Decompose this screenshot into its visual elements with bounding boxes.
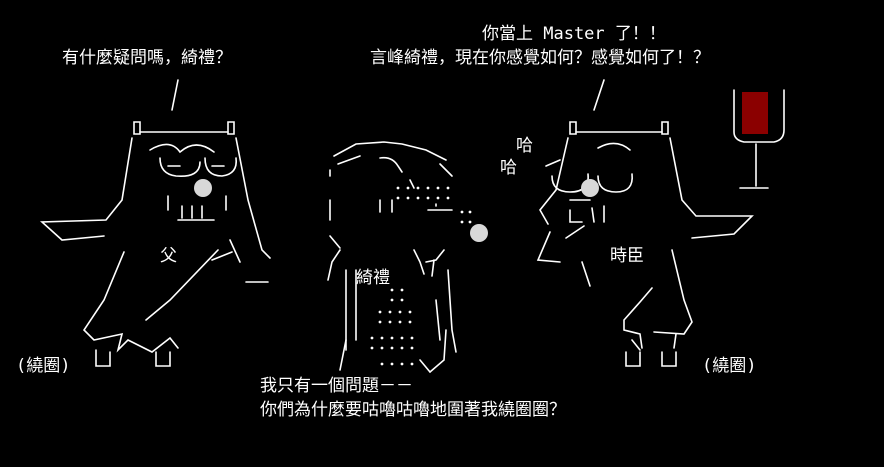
- left-figure: [39, 121, 271, 367]
- bottom-line1: 我只有一個問題－－: [260, 376, 413, 396]
- label-circling-right: (繞圈): [702, 356, 757, 376]
- left-figure-nose: [194, 179, 212, 197]
- label-father: 父: [160, 246, 177, 266]
- wine-glass-icon: [733, 89, 785, 189]
- center-figure-nose: [470, 224, 488, 242]
- laugh-2: 哈: [500, 158, 517, 178]
- right-speech-line2: 言峰綺禮，現在你感覺如何？感覺如何了！？: [370, 48, 710, 68]
- right-figure-nose: [581, 179, 599, 197]
- right-speech-tail: [593, 79, 605, 111]
- left-speech: 有什麼疑問嗎，綺禮？: [62, 48, 232, 68]
- center-figure: [327, 141, 457, 373]
- left-speech-tail: [171, 79, 179, 111]
- label-kirei: 綺禮: [356, 268, 390, 288]
- right-figure: [536, 121, 754, 367]
- label-tokiomi: 時臣: [610, 246, 644, 266]
- bottom-line2: 你們為什麼要咕嚕咕嚕地圍著我繞圈圈？: [260, 400, 566, 420]
- laugh-1: 哈: [516, 136, 533, 156]
- right-speech-line1: 你當上 Master 了！！: [482, 24, 666, 44]
- center-figure-dots: [370, 186, 472, 366]
- label-circling-left: (繞圈): [16, 356, 71, 376]
- wine-liquid: [742, 92, 768, 134]
